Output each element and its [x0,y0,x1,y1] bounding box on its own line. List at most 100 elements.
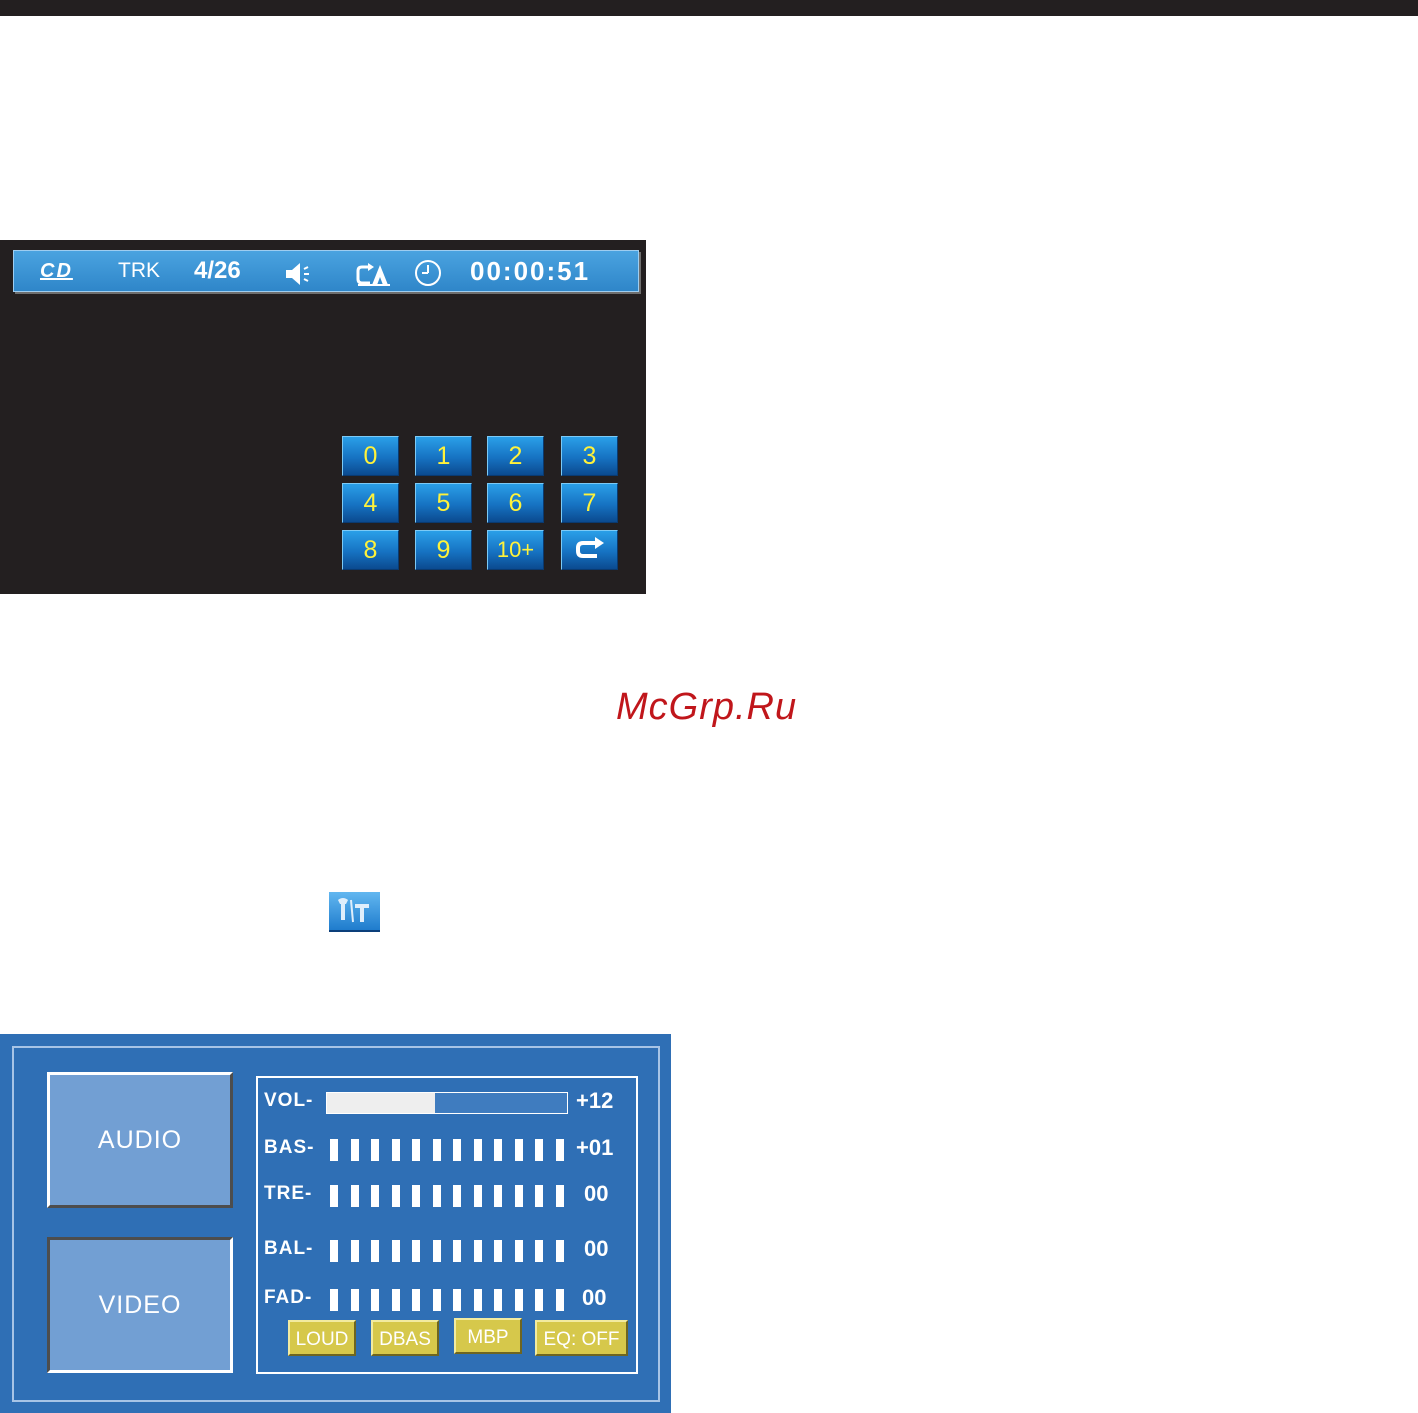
key-8[interactable]: 8 [342,530,399,570]
slider-segment [494,1185,502,1207]
key-5[interactable]: 5 [415,483,472,523]
slider-segment [433,1185,441,1207]
tools-settings-icon[interactable] [329,892,380,932]
top-divider-bar [0,0,1418,16]
slider-segment [433,1289,441,1311]
slider-segment [535,1139,543,1161]
balance-slider[interactable] [330,1240,570,1262]
slider-segment [494,1240,502,1262]
treble-label: TRE- [264,1183,312,1205]
balance-label: BAL- [264,1238,313,1260]
slider-segment [515,1139,523,1161]
slider-segment [371,1289,379,1311]
bass-row: BAS- +01 [258,1133,636,1163]
key-2[interactable]: 2 [487,436,544,476]
eq-off-button[interactable]: EQ: OFF [535,1320,628,1356]
treble-row: TRE- 00 [258,1179,636,1209]
slider-segment [392,1139,400,1161]
elapsed-time: 00:00:51 [470,251,590,291]
slider-segment [433,1139,441,1161]
slider-segment [412,1139,420,1161]
key-9[interactable]: 9 [415,530,472,570]
volume-slider-fill [327,1093,435,1113]
slider-segment [474,1185,482,1207]
volume-label: VOL- [264,1090,313,1112]
treble-slider[interactable] [330,1185,570,1207]
track-label: TRK [118,251,160,291]
return-arrow-icon [575,539,605,567]
audio-settings-panel: AUDIO VIDEO VOL- +12 BAS- +01 TRE- 00 BA… [0,1034,671,1413]
slider-segment [453,1139,461,1161]
slider-segment [330,1185,338,1207]
slider-segment [535,1185,543,1207]
speaker-icon[interactable] [284,259,318,283]
repeat-all-icon[interactable] [356,260,392,284]
slider-segment [392,1289,400,1311]
slider-segment [494,1289,502,1311]
slider-segment [371,1185,379,1207]
dbas-button[interactable]: DBAS [371,1320,439,1356]
bass-slider[interactable] [330,1139,570,1161]
slider-segment [556,1185,564,1207]
slider-segment [535,1289,543,1311]
slider-segment [494,1139,502,1161]
slider-segment [556,1240,564,1262]
fader-row: FAD- 00 [258,1283,636,1313]
slider-segment [392,1240,400,1262]
slider-segment [556,1289,564,1311]
slider-segment [351,1289,359,1311]
slider-segment [453,1240,461,1262]
treble-value: 00 [584,1181,608,1207]
slider-segment [412,1185,420,1207]
key-1[interactable]: 1 [415,436,472,476]
watermark: McGrp.Ru [616,686,797,729]
slider-segment [515,1185,523,1207]
mbp-button[interactable]: MBP [454,1318,522,1354]
slider-segment [515,1289,523,1311]
slider-segment [453,1185,461,1207]
slider-segment [330,1289,338,1311]
slider-segment [535,1240,543,1262]
slider-segment [392,1185,400,1207]
slider-segment [351,1240,359,1262]
volume-slider[interactable] [326,1092,568,1114]
fader-label: FAD- [264,1287,312,1309]
key-3[interactable]: 3 [561,436,618,476]
slider-segment [351,1139,359,1161]
slider-segment [474,1289,482,1311]
slider-segment [330,1139,338,1161]
slider-segment [433,1240,441,1262]
volume-row: VOL- +12 [258,1086,636,1116]
balance-value: 00 [584,1236,608,1262]
slider-segment [412,1240,420,1262]
video-mode-button[interactable]: VIDEO [47,1237,233,1373]
key-4[interactable]: 4 [342,483,399,523]
bass-value: +01 [576,1135,613,1161]
loud-button[interactable]: LOUD [288,1320,356,1356]
key-return[interactable] [561,530,618,570]
clock-icon [414,259,442,287]
key-0[interactable]: 0 [342,436,399,476]
status-bar: CD TRK 4/26 00:00 [13,250,639,292]
slider-segment [330,1240,338,1262]
key-10-plus[interactable]: 10+ [487,530,544,570]
slider-segment [556,1139,564,1161]
fader-slider[interactable] [330,1289,570,1311]
key-7[interactable]: 7 [561,483,618,523]
slider-segment [453,1289,461,1311]
balance-row: BAL- 00 [258,1234,636,1264]
audio-mode-button[interactable]: AUDIO [47,1072,233,1208]
slider-segment [351,1185,359,1207]
track-counter: 4/26 [194,251,241,291]
volume-value: +12 [576,1088,613,1114]
slider-segment [515,1240,523,1262]
cd-source-label: CD [40,251,73,291]
fader-value: 00 [582,1285,606,1311]
slider-segment [371,1240,379,1262]
key-6[interactable]: 6 [487,483,544,523]
slider-segment [371,1139,379,1161]
cd-playback-screen: CD TRK 4/26 00:00 [0,240,646,594]
slider-segment [474,1240,482,1262]
slider-segment [474,1139,482,1161]
slider-segment [412,1289,420,1311]
